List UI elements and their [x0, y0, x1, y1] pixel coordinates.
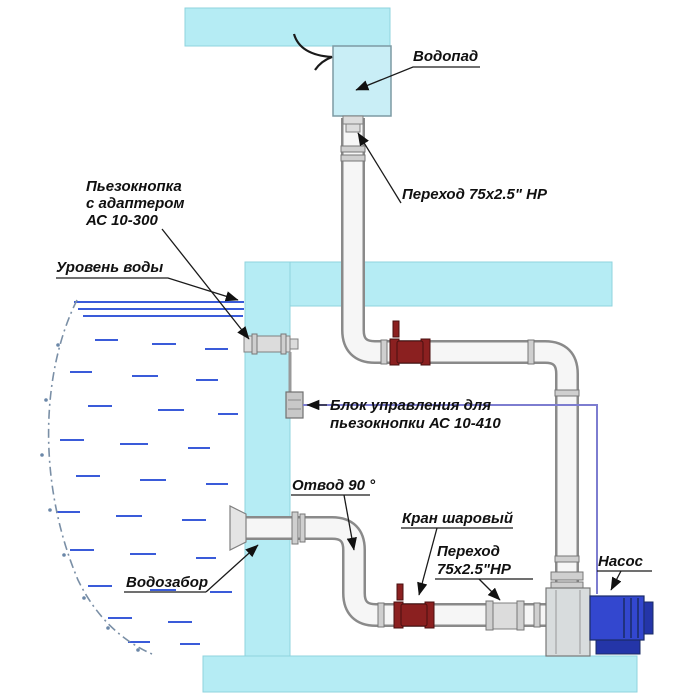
label-control-line2: пьезокнопки АС 10-410: [330, 415, 501, 432]
leader-transition-bottom: [478, 578, 501, 601]
intake-pipe: [238, 518, 546, 625]
label-control-line1: Блок управления для: [330, 397, 491, 414]
leader-ball-valve: [417, 527, 438, 596]
leader-elbow: [343, 494, 357, 551]
label-intake: Водозабор: [126, 574, 208, 591]
label-transition-bottom-line2: 75x2.5"НР: [437, 561, 512, 578]
label-transition-bottom-line1: Переход: [437, 543, 500, 560]
pump-motor-cap: [643, 601, 654, 635]
pool-walls: [184, 7, 638, 693]
label-transition-top: Переход 75x2.5" НР: [402, 186, 548, 203]
control-unit: [285, 391, 304, 419]
waterfall-pipe: [343, 118, 577, 592]
water-surface-lines: [74, 301, 244, 317]
transition-75x25-top: [342, 115, 364, 133]
label-ball-valve: Кран шаровый: [402, 510, 513, 527]
ball-valve-top: [389, 320, 431, 366]
labels: Водопад Переход 75x2.5" НР Пьезокнопка с…: [56, 48, 644, 591]
ball-valve-bottom: [393, 583, 435, 629]
leader-pump: [610, 570, 622, 591]
label-waterfall: Водопад: [413, 48, 478, 65]
intake-bell: [229, 505, 247, 551]
wall-top-bar: [184, 7, 391, 47]
wall-floor: [202, 655, 638, 693]
wall-left-column: [244, 261, 291, 659]
control-wire: [303, 404, 598, 594]
waterfall-box: [332, 45, 392, 117]
pool-shell-dots: [40, 343, 140, 652]
leader-piezo: [161, 228, 250, 340]
leader-waterfall: [355, 66, 480, 91]
waterfall-spout-icon: [292, 33, 333, 71]
label-piezo-line3: АС 10-300: [85, 212, 158, 229]
pump-wet-end: [545, 587, 591, 657]
label-water-level: Уровень воды: [56, 259, 163, 276]
label-piezo-line2: с адаптером: [86, 195, 185, 212]
pump-base: [595, 639, 641, 655]
label-elbow: Отвод 90 °: [292, 477, 376, 494]
water-dashes: [56, 339, 238, 645]
leader-lines: [56, 66, 652, 601]
pump-motor: [589, 595, 645, 641]
label-pump: Насос: [598, 553, 644, 570]
transition-75x25-bottom: [485, 600, 525, 631]
label-piezo-line1: Пьезокнопка: [86, 178, 182, 195]
piezo-button: [243, 333, 299, 355]
leader-intake: [205, 544, 259, 593]
pool-shell-dashed-curve: [47, 299, 153, 655]
leader-water-level: [56, 277, 239, 302]
pump: [545, 587, 654, 657]
pipe-bodies: [238, 118, 577, 625]
leader-transition-top: [357, 132, 402, 204]
wall-middle-band: [244, 261, 613, 307]
pipe-flange-rings: [291, 145, 584, 628]
